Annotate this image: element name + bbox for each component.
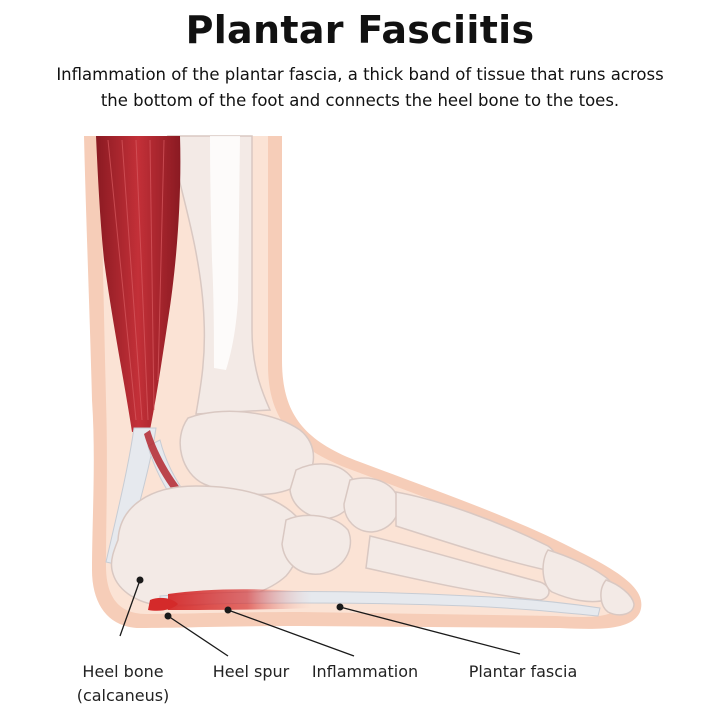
- cuneiform-bones: [343, 477, 400, 533]
- page-title: Plantar Fasciitis: [185, 8, 535, 52]
- distal-toe: [600, 579, 635, 616]
- subtitle-line-2: the bottom of the foot and connects the …: [100, 91, 620, 110]
- label-heel-bone-line2: (calcaneus): [76, 686, 170, 705]
- heel-spur: [148, 597, 178, 611]
- leader-lines: [119, 579, 521, 657]
- label-heel-spur: Heel spur: [212, 662, 290, 681]
- cuboid-bone: [281, 514, 352, 575]
- subtitle-line-1: Inflammation of the plantar fascia, a th…: [56, 65, 664, 84]
- fibula-bone: [210, 136, 240, 370]
- label-inflammation: Inflammation: [311, 662, 419, 681]
- page-subtitle: Inflammation of the plantar fascia, a th…: [0, 62, 720, 114]
- label-heel-bone: Heel bone (calcaneus): [58, 660, 188, 708]
- inflammation-area: [168, 589, 312, 610]
- label-plantar-fascia: Plantar fascia: [468, 662, 578, 681]
- label-heel-bone-line1: Heel bone: [82, 662, 164, 681]
- leader-dots: [136, 576, 344, 620]
- calf-muscle: [96, 136, 181, 432]
- calcaneus-bone: [110, 485, 302, 607]
- metatarsal-2: [365, 535, 550, 601]
- calf-muscle-fibers: [107, 139, 165, 421]
